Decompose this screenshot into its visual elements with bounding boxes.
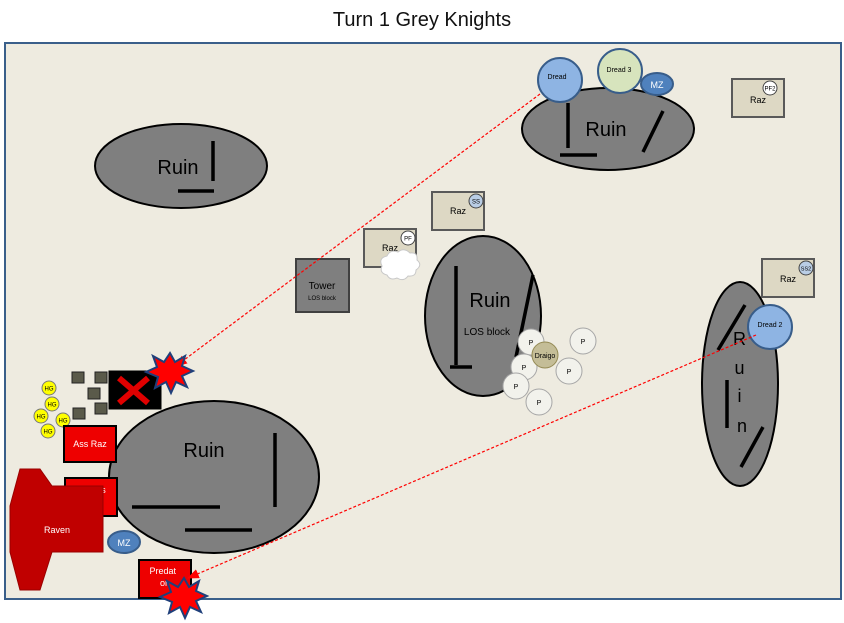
infantry-icon [72, 407, 86, 420]
draigo-token: Draigo [531, 341, 559, 369]
svg-text:HG: HG [45, 387, 54, 393]
raz-tag: SS2 [801, 267, 811, 273]
raz-label: Raz [382, 243, 399, 253]
raz-label: Raz [780, 274, 797, 284]
razorback-pf2: Raz PF2 [731, 78, 785, 118]
infantry-icon [94, 371, 108, 384]
dreadnought-2: Dread 2 [747, 304, 793, 350]
infantry-icon [87, 387, 101, 400]
raz-tag: PF2 [764, 87, 776, 93]
hg-token: HG [55, 412, 71, 428]
tower-los-block: Tower LOS block [295, 258, 350, 313]
raz-tag: PF [404, 237, 412, 243]
ruin-bottom-left: Ruin [108, 400, 320, 554]
predator-label-line: or [160, 578, 168, 588]
paladin-token: P [525, 388, 553, 416]
hg-token: HG [41, 380, 57, 396]
smoke-cloud-icon [380, 249, 421, 281]
svg-text:HG: HG [59, 419, 68, 425]
page-title: Turn 1 Grey Knights [332, 9, 512, 31]
ruin-label: Ruin [157, 157, 198, 179]
enemy-label: Predat or [149, 566, 178, 588]
hg-token: HG [44, 396, 60, 412]
dread-label: Dread 2 [758, 322, 783, 329]
paladin-squad: P P P P P P Draigo [502, 327, 597, 416]
dread-label: Dread 3 [607, 67, 632, 74]
svg-text:P: P [537, 400, 542, 407]
explosion-icon [157, 576, 210, 621]
mz-label: MZ [651, 80, 664, 90]
raz-tag: SS [472, 200, 480, 206]
paladin-token: P [502, 372, 530, 400]
tower-sublabel: LOS block [308, 296, 337, 302]
ruin-top-left: Ruin [94, 123, 268, 209]
hg-token: HG [33, 408, 49, 424]
shooting-line-dread1 [175, 93, 541, 367]
ruin-top-right: Ruin [521, 87, 695, 171]
enemy-label: Ass Raz [73, 439, 107, 449]
shooting-line-dread2 [186, 334, 757, 579]
enemy-stormraven: Raven [9, 468, 104, 591]
svg-text:P: P [529, 340, 534, 347]
raz-label: Raz [450, 206, 467, 216]
svg-text:P: P [567, 369, 572, 376]
mz-marker-grey-knights: MZ [640, 72, 674, 96]
svg-text:HG: HG [48, 403, 57, 409]
svg-text:P: P [514, 384, 519, 391]
hg-token: HG [40, 423, 56, 439]
mz-marker-enemy: MZ [107, 530, 141, 554]
razorback-ss2: Raz SS2 [761, 258, 815, 298]
infantry-icon [94, 402, 108, 415]
paladin-token: P [555, 357, 583, 385]
svg-text:P: P [522, 365, 527, 372]
svg-text:HG: HG [44, 430, 53, 436]
enemy-label: Raven [44, 525, 70, 535]
mz-label: MZ [118, 538, 131, 548]
ruin-sublabel: LOS block [464, 327, 511, 338]
razorback-ss: Raz SS [431, 191, 485, 231]
dreadnought-3: Dread 3 [597, 48, 643, 94]
destroyed-vehicle [108, 370, 162, 410]
svg-text:Draigo: Draigo [535, 353, 556, 360]
svg-text:HG: HG [37, 415, 46, 421]
ruin-label: Ruin [183, 440, 224, 462]
predator-label-line: Predat [149, 566, 176, 576]
ruin-label: Ruin [585, 119, 626, 141]
dread-label: Dread [547, 74, 566, 81]
enemy-assault-razorback: Ass Raz [63, 425, 117, 463]
svg-text:P: P [581, 339, 586, 346]
raz-label: Raz [750, 95, 767, 105]
paladin-token: P [569, 327, 597, 355]
infantry-tokens [71, 371, 108, 420]
ruin-label: Ruin [469, 290, 510, 312]
explosion-icon [143, 351, 196, 396]
infantry-icon [71, 371, 85, 384]
dreadnought-1: Dread [537, 57, 583, 103]
tower-label: Tower [309, 281, 336, 292]
ruin-center: Ruin LOS block [424, 235, 542, 397]
